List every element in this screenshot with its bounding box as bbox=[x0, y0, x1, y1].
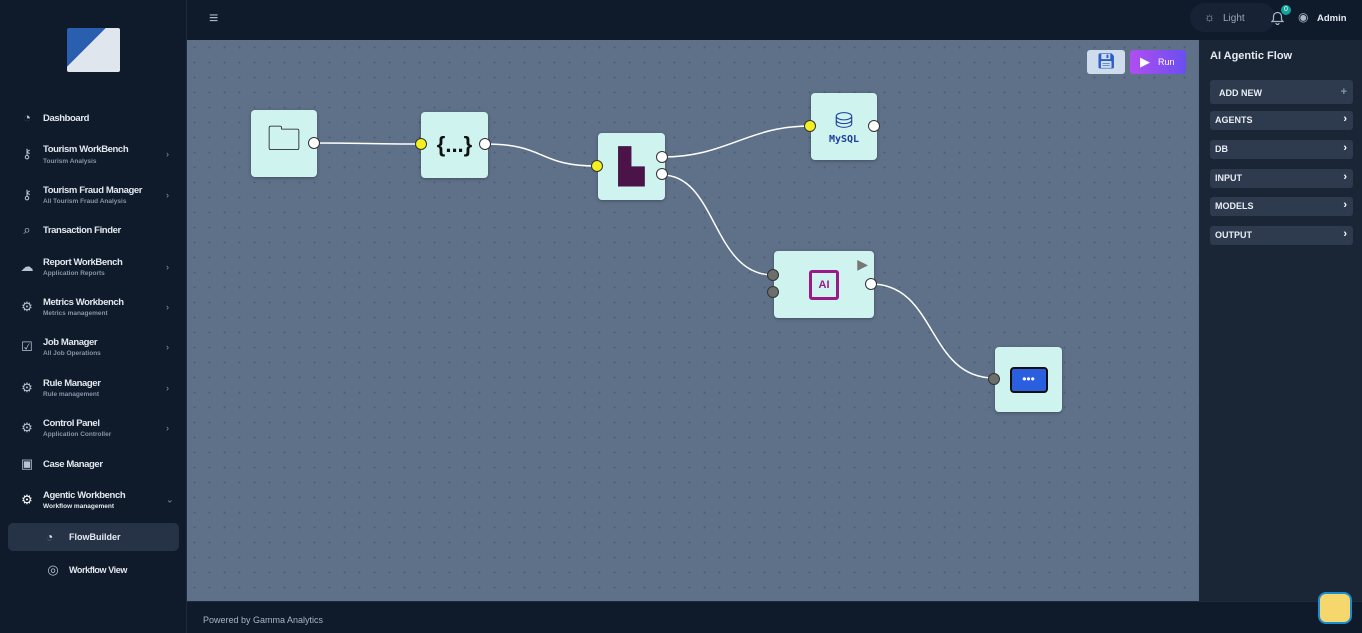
file-add-icon: ▙ bbox=[618, 147, 645, 186]
output-port[interactable] bbox=[656, 151, 668, 163]
chevron-right-icon: › bbox=[1343, 171, 1347, 183]
gear-icon: ⚙ bbox=[21, 420, 33, 435]
ai-chip-icon: AI bbox=[809, 269, 839, 300]
sidebar-subitem-workflow-view[interactable]: ◎Workflow View bbox=[47, 562, 127, 577]
category-agents[interactable]: AGENTS› bbox=[1210, 111, 1353, 130]
chevron-right-icon: › bbox=[166, 190, 169, 200]
json-braces-icon: {...} bbox=[436, 132, 473, 157]
category-output[interactable]: OUTPUT› bbox=[1210, 226, 1353, 245]
chevron-right-icon: › bbox=[1343, 113, 1347, 125]
edge-json-file bbox=[484, 143, 598, 167]
node-ai[interactable]: AI ▶ bbox=[767, 251, 877, 318]
node-json[interactable]: {...} bbox=[415, 112, 491, 178]
sidebar-subitem-flowbuilder[interactable]: ◔FlowBuilder bbox=[8, 523, 179, 551]
globe-icon: ◎ bbox=[47, 562, 59, 577]
output-port[interactable] bbox=[308, 137, 320, 149]
category-input[interactable]: INPUT› bbox=[1210, 169, 1353, 188]
chevron-right-icon: › bbox=[166, 302, 169, 312]
add-new-button[interactable]: ADD NEW+ bbox=[1210, 80, 1353, 104]
user-name[interactable]: Admin bbox=[1317, 13, 1347, 24]
chevron-right-icon: › bbox=[166, 423, 169, 433]
gear-box-icon: ⚙ bbox=[21, 299, 33, 314]
theme-toggle-button[interactable]: ☼ Light bbox=[1190, 3, 1275, 32]
input-port[interactable] bbox=[804, 120, 816, 132]
category-models[interactable]: MODELS› bbox=[1210, 197, 1353, 216]
chat-bubble-icon: ••• bbox=[1009, 366, 1048, 393]
output-port[interactable] bbox=[479, 138, 491, 150]
node-folder[interactable]: 🗀 bbox=[251, 110, 320, 177]
key-icon: ⚷ bbox=[22, 187, 32, 202]
checkbox-icon: ☑ bbox=[21, 339, 33, 354]
play-icon[interactable]: ▶ bbox=[857, 256, 868, 272]
edge-file-ai bbox=[661, 174, 774, 276]
gear-box-icon: ⚙ bbox=[21, 492, 33, 507]
sidebar-item-dashboard[interactable]: ◔Dashboard bbox=[0, 100, 187, 136]
run-button[interactable]: ▶Run bbox=[1130, 50, 1186, 74]
input-port[interactable] bbox=[415, 138, 427, 150]
chevron-right-icon: › bbox=[166, 149, 169, 159]
sidebar-item-case-manager[interactable]: ▣Case Manager bbox=[20, 456, 103, 471]
edge-folder-json bbox=[314, 142, 422, 145]
panel-title: AI Agentic Flow bbox=[1210, 50, 1293, 62]
category-db[interactable]: DB› bbox=[1210, 140, 1353, 159]
node-palette-panel: AI Agentic Flow ADD NEW+ AGENTS› DB› INP… bbox=[1199, 40, 1362, 601]
gear-box-icon: ⚙ bbox=[21, 380, 33, 395]
folder-icon: 🗀 bbox=[267, 120, 301, 158]
play-icon: ▶ bbox=[1140, 54, 1150, 69]
output-port[interactable] bbox=[656, 168, 668, 180]
hamburger-menu-icon[interactable]: ≡ bbox=[209, 10, 219, 27]
node-file-add[interactable]: ▙ bbox=[591, 133, 668, 200]
notification-badge: 0 bbox=[1281, 5, 1291, 15]
user-icon: ◉ bbox=[1298, 10, 1309, 24]
floppy-disk-icon: 💾︎ bbox=[1096, 53, 1116, 70]
flow-canvas[interactable]: 💾︎ ▶Run 🗀 {...} ▙ ⛁MySQL AI ▶ ••• bbox=[187, 40, 1199, 601]
chevron-right-icon: › bbox=[1343, 228, 1347, 240]
cloud-download-icon: ☁ bbox=[20, 259, 34, 274]
sun-icon: ☼ bbox=[1204, 10, 1215, 24]
key-icon: ⚷ bbox=[22, 146, 32, 161]
chatbot-assistant-icon[interactable] bbox=[1318, 592, 1352, 624]
chevron-right-icon: › bbox=[166, 342, 169, 352]
save-button[interactable]: 💾︎ bbox=[1087, 50, 1125, 74]
node-mysql[interactable]: ⛁MySQL bbox=[804, 93, 880, 160]
chevron-down-icon: ⌄ bbox=[166, 494, 174, 505]
node-chat[interactable]: ••• bbox=[988, 347, 1062, 412]
topbar: ≡ ☼ Light 0 ◉ Admin bbox=[187, 0, 1362, 40]
chevron-right-icon: › bbox=[1343, 142, 1347, 154]
briefcase-icon: ▣ bbox=[20, 456, 34, 471]
input-port[interactable] bbox=[767, 269, 779, 281]
footer: Powered by Gamma Analytics bbox=[187, 601, 1362, 633]
chevron-right-icon: › bbox=[1343, 199, 1347, 211]
output-port[interactable] bbox=[865, 278, 877, 290]
edge-file-mysql bbox=[661, 125, 811, 158]
mysql-database-icon: ⛁ bbox=[834, 108, 854, 133]
sidebar-item-transaction-finder[interactable]: ⌕Transaction Finder bbox=[0, 212, 187, 248]
input-port[interactable] bbox=[591, 160, 603, 172]
bell-icon[interactable] bbox=[1271, 11, 1284, 25]
edge-ai-chat bbox=[870, 283, 995, 379]
chevron-right-icon: › bbox=[166, 383, 169, 393]
search-icon: ⌕ bbox=[23, 222, 31, 237]
output-port[interactable] bbox=[868, 120, 880, 132]
pie-chart-icon: ◔ bbox=[23, 110, 31, 125]
edges-layer bbox=[314, 125, 995, 379]
input-port[interactable] bbox=[767, 286, 779, 298]
chevron-right-icon: › bbox=[166, 262, 169, 272]
pie-chart-icon: ◔ bbox=[46, 530, 54, 544]
logo bbox=[67, 28, 120, 72]
input-port[interactable] bbox=[988, 373, 1000, 385]
plus-icon: + bbox=[1340, 86, 1347, 98]
